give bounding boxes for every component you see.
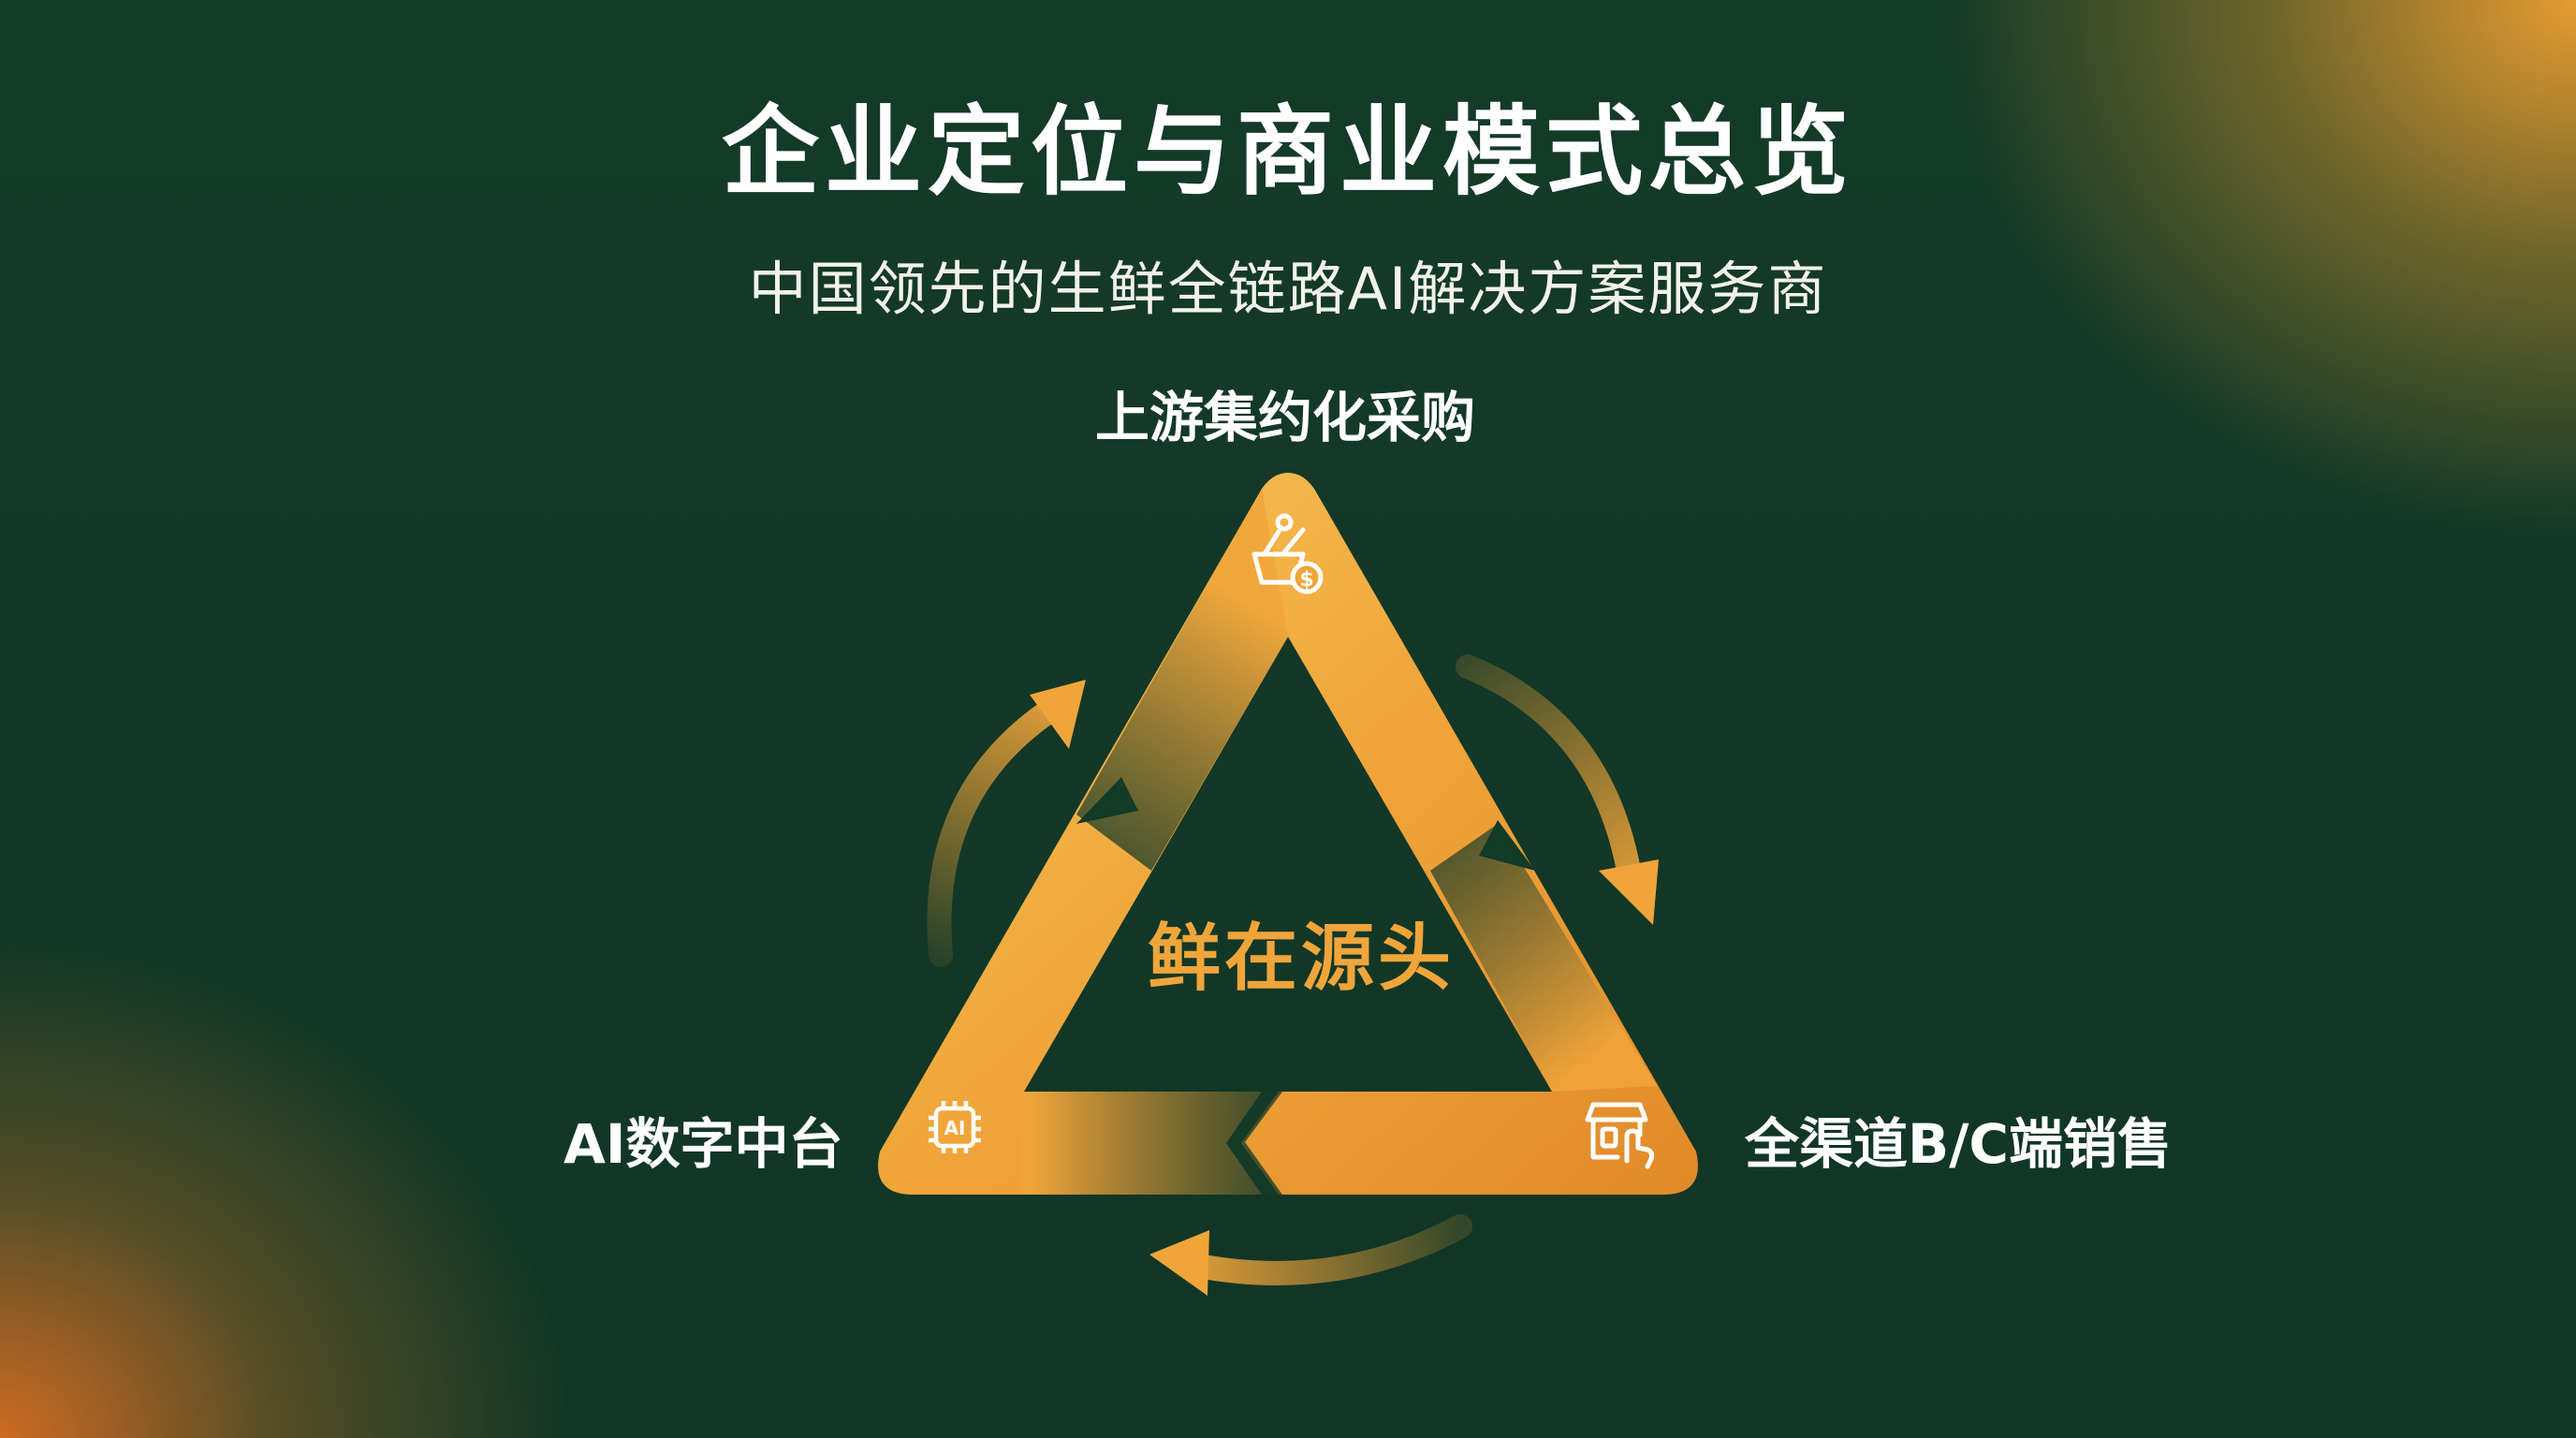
ring-shade-left — [1076, 489, 1288, 871]
node-label-upstream-procurement: 上游集约化采购 — [1095, 386, 1476, 449]
ring-shade-right — [1430, 824, 1657, 1092]
triangle-ring — [878, 473, 1698, 1195]
ring-notch-right — [1479, 820, 1535, 871]
ring-shade-bottom — [1020, 1092, 1282, 1195]
ring-notch-left — [1076, 777, 1138, 824]
page-subtitle: 中国领先的生鲜全链路AI解决方案服务商 — [748, 255, 1828, 323]
page-title: 企业定位与商业模式总览 — [721, 95, 1854, 209]
svg-text:$: $ — [1299, 568, 1313, 592]
node-label-omnichannel-sales: 全渠道B/C端销售 — [1745, 1112, 2172, 1176]
ai-chip-icon: AI — [929, 1101, 981, 1153]
arc-arrow-right — [1456, 654, 1659, 925]
arc-arrow-bottom — [1149, 1214, 1472, 1296]
ai-chip-label: AI — [944, 1117, 966, 1139]
ring-notch-bottom — [1226, 1092, 1279, 1195]
storefront-hand-icon — [1585, 1102, 1654, 1169]
center-slogan: 鲜在源头 — [1148, 917, 1456, 1001]
shopping-basket-dollar-icon: $ — [1251, 513, 1324, 594]
arc-arrow-left — [927, 680, 1086, 967]
node-label-ai-data-platform: AI数字中台 — [564, 1112, 843, 1176]
